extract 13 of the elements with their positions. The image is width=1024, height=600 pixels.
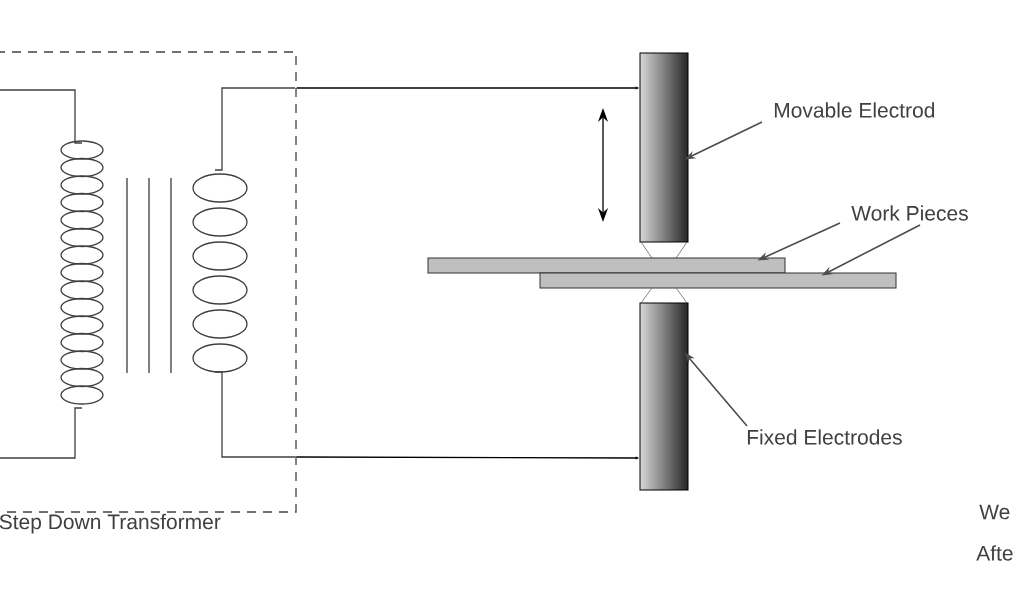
work-piece [427, 257, 786, 274]
wire [296, 456, 639, 460]
electrode [639, 52, 689, 259]
note-text: Afte [976, 545, 1013, 561]
callout-text: Work Pieces [851, 205, 968, 221]
wire [296, 86, 639, 90]
work-piece [539, 272, 897, 289]
electrode [639, 287, 689, 491]
callout-text: Movable Electrod [774, 102, 935, 118]
transformer-box: Step Down Transformer [0, 51, 297, 534]
note-text: We [979, 504, 1010, 520]
callout-text: Fixed Electrodes [747, 429, 902, 445]
node-label: Step Down Transformer [0, 513, 221, 534]
